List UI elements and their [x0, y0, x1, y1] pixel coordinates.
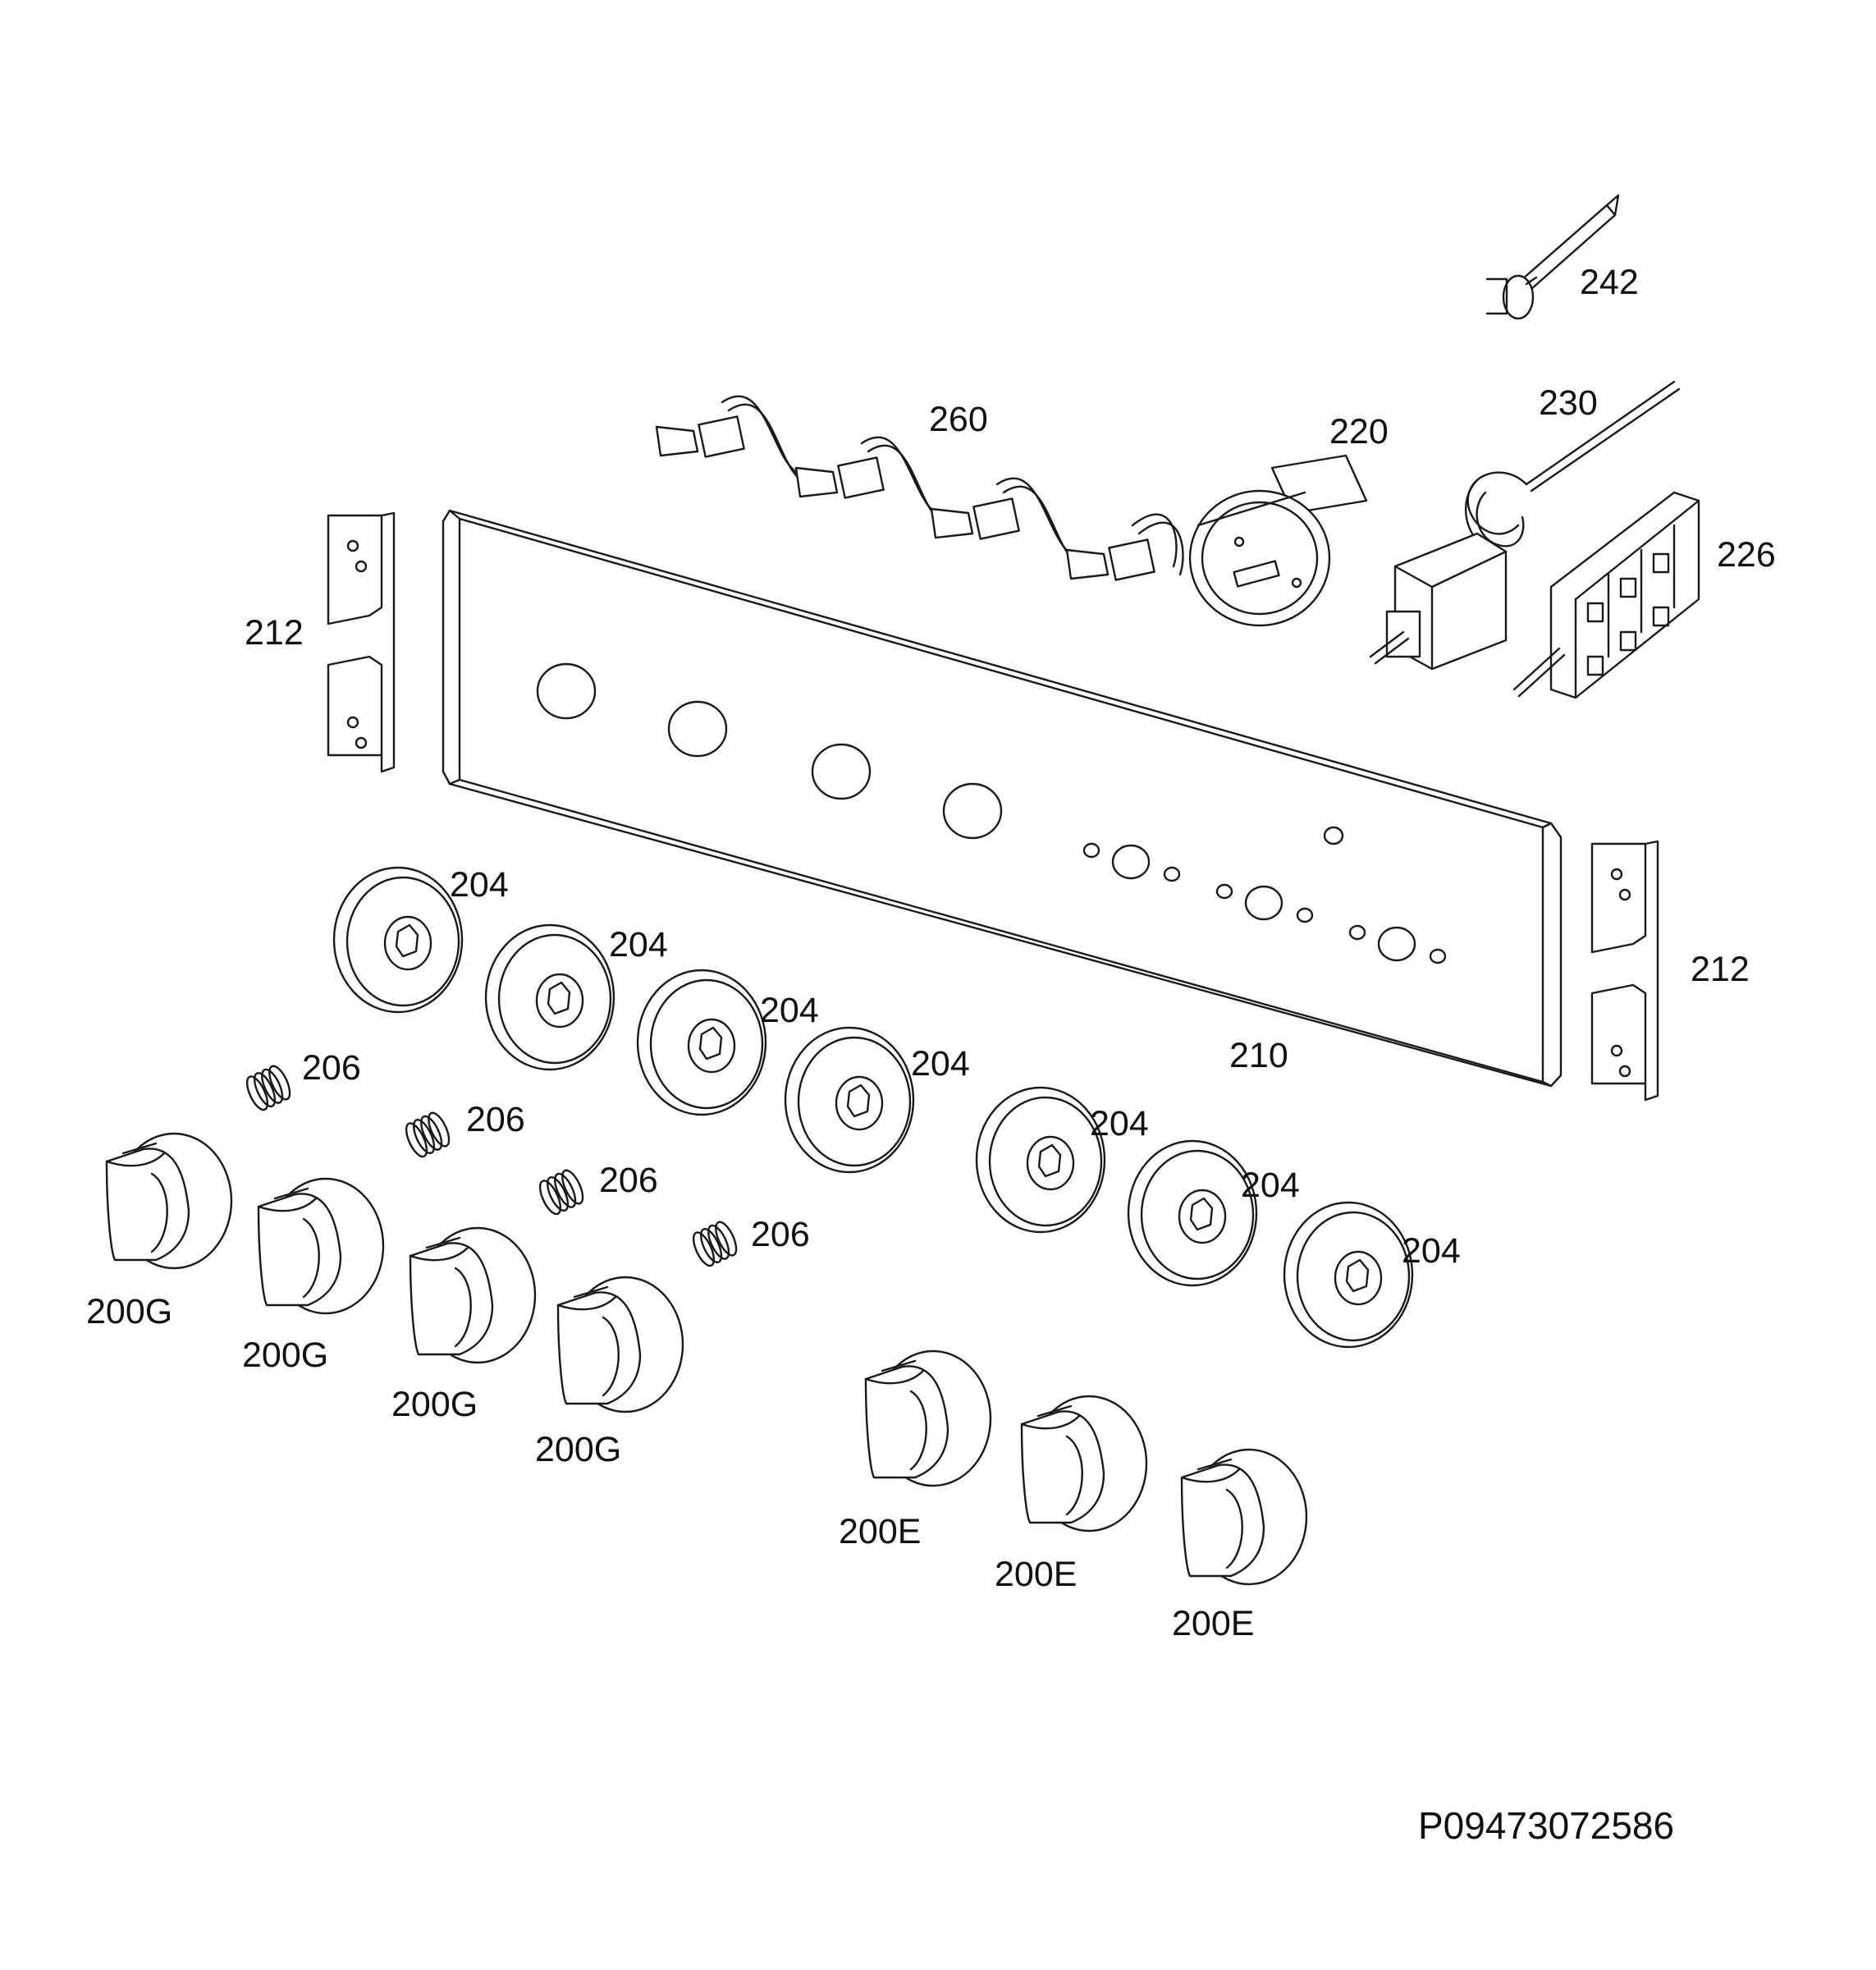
part-242-sensor [1485, 194, 1620, 320]
part-200g-gas-knobs [105, 1132, 684, 1413]
callout-206: 206 [302, 1048, 361, 1088]
callout-204: 204 [1241, 1166, 1300, 1205]
callout-204: 204 [1090, 1104, 1149, 1143]
callout-204: 204 [911, 1044, 970, 1084]
callout-226: 226 [1717, 535, 1776, 575]
knob [864, 1349, 992, 1487]
callout-200g: 200G [535, 1430, 621, 1469]
callout-200e: 200E [1172, 1604, 1254, 1643]
bezel [784, 1026, 915, 1174]
callout-200e: 200E [995, 1555, 1077, 1594]
part-206-springs [245, 1065, 738, 1267]
callout-labels: 242 260 230 220 226 212 212 210 204 204 … [86, 263, 1776, 1847]
callout-204: 204 [1402, 1231, 1461, 1271]
part-210-control-panel [442, 509, 1563, 1088]
spring [405, 1111, 451, 1158]
part-260-wire-harness [655, 395, 1184, 581]
spring [538, 1169, 584, 1216]
knob [1020, 1395, 1148, 1532]
spring [692, 1221, 738, 1267]
part-204-bezels [332, 866, 1414, 1349]
bezel [332, 866, 464, 1014]
callout-212-right: 212 [1691, 950, 1750, 989]
knob [257, 1177, 385, 1315]
callout-206: 206 [599, 1161, 658, 1200]
part-200e-electric-knobs [864, 1349, 1308, 1586]
knob [1180, 1448, 1308, 1586]
part-212-right-bracket [1590, 840, 1659, 1102]
bezel [1127, 1139, 1258, 1287]
callout-210: 210 [1229, 1036, 1288, 1075]
knob [105, 1132, 233, 1270]
callout-204: 204 [450, 865, 509, 905]
callout-200g: 200G [391, 1385, 478, 1424]
callout-220: 220 [1329, 412, 1389, 451]
part-212-left-bracket [327, 511, 396, 773]
callout-204: 204 [760, 991, 819, 1030]
bezel [636, 969, 767, 1116]
spring [245, 1065, 291, 1111]
callout-200e: 200E [839, 1512, 921, 1551]
bezel [975, 1086, 1106, 1234]
callout-212-left: 212 [245, 613, 304, 653]
part-226-switch-block [1512, 491, 1700, 699]
knob [556, 1276, 684, 1413]
callout-206: 206 [466, 1100, 525, 1139]
bezel [1283, 1201, 1414, 1349]
bezel [484, 923, 615, 1071]
callout-200g: 200G [86, 1292, 172, 1331]
callout-200g: 200G [242, 1335, 328, 1375]
knob [409, 1226, 537, 1364]
callout-204: 204 [609, 925, 668, 964]
part-220-timer [1188, 454, 1368, 627]
callout-242: 242 [1580, 263, 1639, 302]
callout-206: 206 [751, 1215, 810, 1254]
part-230-thermostat [1369, 380, 1681, 671]
callout-230: 230 [1539, 383, 1598, 423]
callout-260: 260 [929, 400, 988, 439]
drawing-code: P09473072586 [1418, 1804, 1674, 1847]
